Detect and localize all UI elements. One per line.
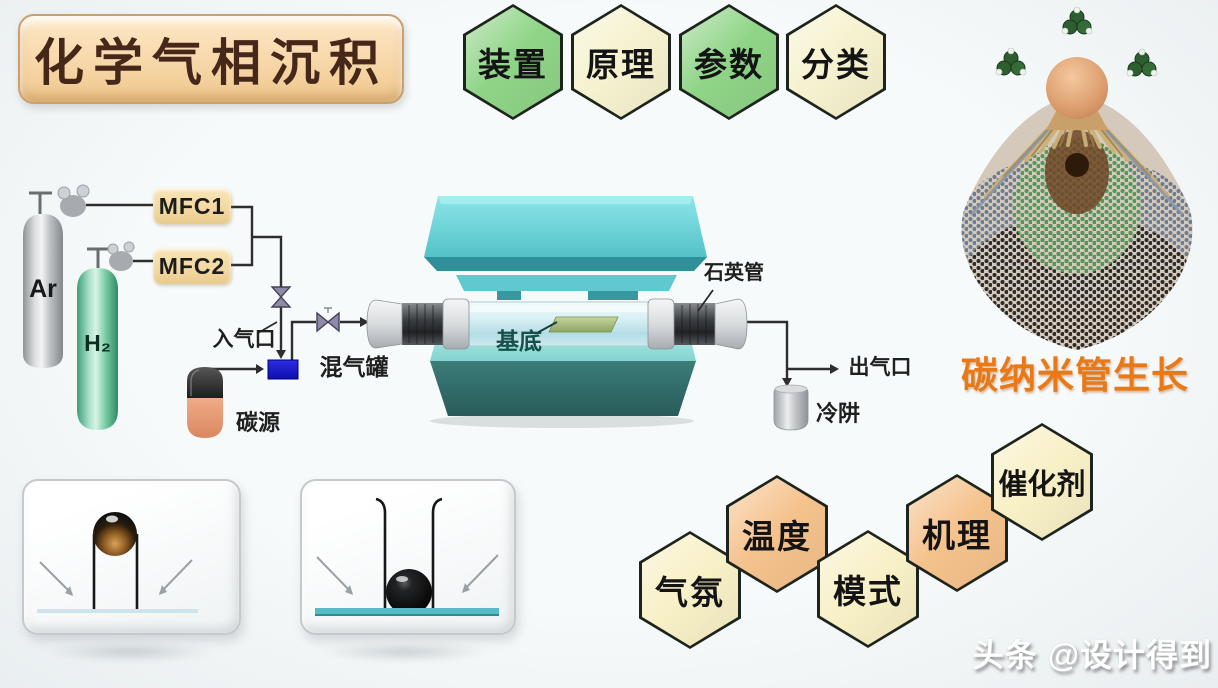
carbon-nanotube-artwork (961, 6, 1193, 350)
cold-trap (773, 384, 809, 431)
gas-molecule-icon (1061, 6, 1093, 35)
inlet-label: 入气口 (212, 328, 276, 351)
gas-molecule-icon (995, 47, 1027, 76)
flow-arrows (256, 317, 839, 387)
argon-label: Ar (29, 275, 57, 303)
mfc1-box: MFC1 (153, 188, 231, 224)
main-title: 化学气相沉积 (18, 14, 404, 104)
quartz-tube-label: 石英管 (704, 262, 764, 284)
hydrogen-regulator (87, 241, 135, 271)
mixer-inline-valve (270, 286, 292, 308)
mixer-label: 混气罐 (319, 354, 389, 380)
card-reflection (45, 642, 215, 662)
substrate-chip (548, 316, 619, 333)
hexagon-principle: 原理 (571, 4, 671, 120)
hydrogen-label: H₂ (84, 330, 111, 356)
quartz-tube (442, 301, 674, 347)
mfc2-label: MFC2 (158, 252, 226, 279)
substrate-line (315, 608, 499, 614)
gas-flow-arrow (316, 556, 353, 594)
hydrogen-cylinder (77, 268, 118, 430)
hexagon-catalyst: 催化剂 (991, 423, 1093, 541)
base-growth-diagram (315, 497, 499, 616)
tube-fitting-right (647, 298, 748, 350)
substrate-label: 基底 (496, 328, 542, 354)
catalyst-ball (1046, 57, 1108, 119)
mixing-tank (267, 359, 299, 380)
carbon-source-jar (187, 367, 223, 438)
carbon-source-label: 碳源 (235, 410, 280, 435)
hexagon-classification: 分类 (786, 4, 886, 120)
label-pointers (257, 289, 714, 334)
catalyst-particle (93, 512, 137, 556)
nanotube-wall (431, 497, 443, 608)
gas-flow-arrow (159, 559, 193, 594)
mfc2-box: MFC2 (153, 248, 231, 284)
tip-growth-diagram (37, 512, 198, 613)
cold-trap-label: 冷阱 (815, 401, 860, 426)
watermark: 头条 @设计得到 (971, 637, 1212, 673)
mfc1-label: MFC1 (158, 192, 226, 219)
argon-cylinder (23, 214, 63, 368)
hexagon-temperature: 温度 (726, 475, 828, 593)
cnt-growth-caption: 碳纳米管生长 (961, 355, 1189, 396)
card-reflection (320, 642, 490, 662)
hexagon-mechanism: 机理 (906, 474, 1008, 592)
gas-molecule-icon (1126, 48, 1158, 77)
inlet-valve (316, 307, 340, 333)
hexagon-atmosphere: 气氛 (639, 531, 741, 649)
hexagon-mode: 模式 (817, 530, 919, 648)
hexagon-equipment: 装置 (463, 4, 563, 120)
outlet-label: 出气口 (848, 356, 912, 379)
hexagon-parameters: 参数 (679, 4, 779, 120)
substrate-line (37, 609, 198, 613)
gas-flow-arrow (39, 561, 73, 595)
gas-flow-arrow (462, 554, 499, 592)
tip-growth-card (22, 479, 241, 635)
base-growth-card (300, 479, 516, 635)
nanotube-wall (375, 497, 387, 608)
tube-fitting-left (366, 298, 470, 350)
argon-regulator (29, 184, 90, 217)
gas-piping (86, 203, 830, 380)
furnace-top-block (424, 196, 707, 300)
main-title-text: 化学气相沉积 (34, 35, 388, 91)
